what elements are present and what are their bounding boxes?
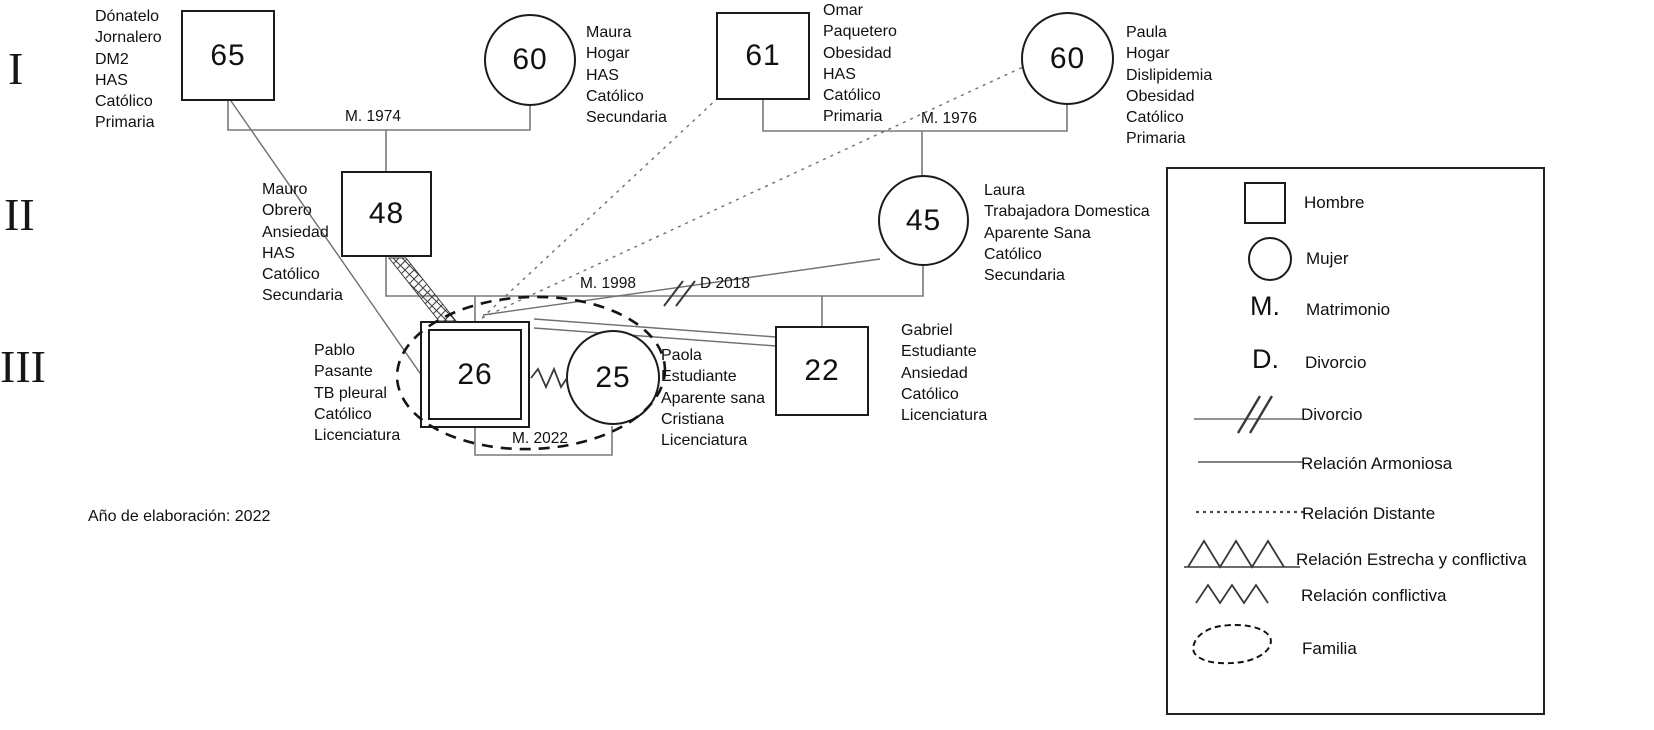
node-laura-circle: 45	[878, 175, 969, 266]
age-value: 22	[804, 354, 840, 387]
marriage-year-1998: M. 1998	[580, 275, 637, 292]
generation-label-2: II	[4, 189, 35, 240]
age-value: 60	[512, 43, 548, 76]
age-value: 26	[457, 357, 493, 391]
node-pablo-square-index-patient: 26	[420, 321, 530, 428]
label-paola: Paola Estudiante Aparente sana Cristiana…	[661, 347, 766, 450]
legend-label-distante: Relación Distante	[1302, 504, 1436, 523]
marriage-year-1976: M. 1976	[921, 110, 978, 127]
label-gabriel: Gabriel Estudiante Ansiedad Católico Lic…	[901, 322, 988, 425]
triangle-wave-line-icon	[1184, 539, 1300, 569]
node-omar-square: 61	[716, 12, 810, 100]
legend-label-armoniosa: Relación Armoniosa	[1301, 454, 1453, 473]
line-family-gabriel-2	[533, 327, 777, 347]
node-paula-circle: 60	[1021, 12, 1114, 105]
legend-label-conflictiva: Relación conflictiva	[1301, 586, 1447, 605]
generation-label-3: III	[0, 341, 46, 392]
label-paula: Paula Hogar Dislipidemia Obesidad Católi…	[1126, 24, 1213, 148]
close-conflictive-band-mauro-pablo	[387, 257, 458, 322]
label-mauro: Mauro Obrero Ansiedad HAS Católico Secun…	[262, 181, 343, 305]
legend-label-divorcio: Divorcio	[1305, 353, 1367, 372]
line-pablo-laura	[482, 258, 881, 316]
label-omar: Omar Paquetero Obesidad HAS Católico Pri…	[823, 2, 897, 126]
age-value: 65	[210, 38, 246, 72]
divorce-slashes-mauro-laura	[663, 280, 696, 307]
age-value: 25	[595, 360, 631, 394]
legend-panel: Hombre Mujer M. Matrimonio D. Divorcio D…	[1166, 167, 1545, 715]
legend-label-mujer: Mujer	[1306, 249, 1349, 268]
circle-icon	[1248, 237, 1292, 281]
generation-label-1: I	[8, 43, 24, 94]
label-laura: Laura Trabajadora Domestica Aparente San…	[984, 182, 1150, 285]
age-value: 48	[368, 197, 405, 230]
legend-label-hombre: Hombre	[1304, 193, 1365, 212]
divorcio-symbol: D.	[1252, 344, 1279, 374]
age-value: 60	[1049, 41, 1086, 75]
square-icon	[1244, 182, 1286, 224]
divorce-slashes-icon	[1194, 395, 1302, 434]
line-family-gabriel-1	[533, 318, 777, 338]
label-pablo: Pablo Pasante TB pleural Católico Licenc…	[314, 342, 401, 445]
solid-line-icon	[1198, 461, 1304, 463]
elaboration-note: Año de elaboración: 2022	[88, 508, 271, 525]
matrimonio-symbol: M.	[1250, 291, 1280, 321]
divorce-year-2018: D 2018	[700, 275, 750, 292]
legend-label-estrecha-conflictiva: Relación Estrecha y conflictiva	[1296, 550, 1527, 569]
legend-label-divorcio-slashes: Divorcio	[1301, 405, 1363, 424]
legend-label-familia: Familia	[1302, 639, 1357, 658]
node-mauro-square: 48	[341, 171, 432, 257]
conflictive-zigzag-pablo-paola	[530, 366, 568, 390]
marriage-year-2022: M. 2022	[512, 430, 569, 447]
marriage-year-1974: M. 1974	[345, 108, 402, 125]
age-value: 61	[745, 39, 781, 72]
node-maura-circle: 60	[484, 14, 576, 106]
union-line-omar-paula	[762, 100, 1068, 132]
label-donatelo: Dónatelo Jornalero DM2 HAS Católico Prim…	[95, 8, 162, 132]
zigzag-icon	[1195, 583, 1269, 605]
legend-label-matrimonio: Matrimonio	[1306, 300, 1391, 319]
index-patient-inner-square: 26	[428, 329, 522, 420]
node-donatelo-square: 65	[181, 10, 275, 101]
node-gabriel-square: 22	[775, 326, 869, 416]
dotted-line-icon	[1196, 510, 1304, 514]
age-value: 45	[905, 203, 942, 237]
union-line-mauro-laura	[385, 257, 924, 297]
node-paola-circle: 25	[566, 330, 660, 425]
label-maura: Maura Hogar HAS Católico Secundaria	[586, 24, 667, 127]
dashed-blob-icon	[1190, 621, 1274, 667]
